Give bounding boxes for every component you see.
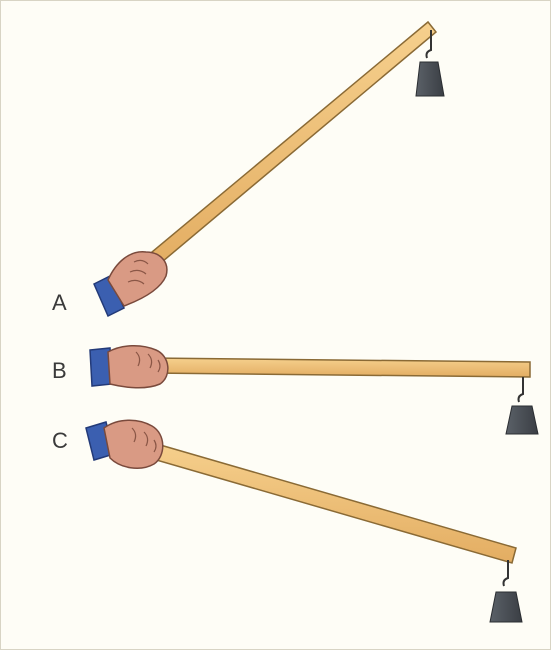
hook-a <box>425 30 432 59</box>
fist-c <box>103 419 164 470</box>
hook-b <box>517 377 524 403</box>
hook-c <box>502 560 509 587</box>
label-b: B <box>52 358 67 383</box>
weight-b <box>505 405 539 435</box>
stick-b <box>149 357 531 378</box>
hand-c <box>85 419 164 470</box>
label-c: C <box>52 428 68 453</box>
scene-a <box>93 20 445 318</box>
stick-a <box>138 20 438 274</box>
weight-a <box>415 61 445 97</box>
hand-b <box>89 345 169 389</box>
scene-b <box>89 345 539 435</box>
hand-a <box>93 251 168 318</box>
fist-a <box>107 251 168 307</box>
weight-c <box>489 591 523 623</box>
label-a: A <box>52 290 67 315</box>
scene-c <box>85 419 523 623</box>
sleeve-a <box>93 274 125 318</box>
fist-b <box>107 345 169 389</box>
stick-c <box>145 441 517 564</box>
